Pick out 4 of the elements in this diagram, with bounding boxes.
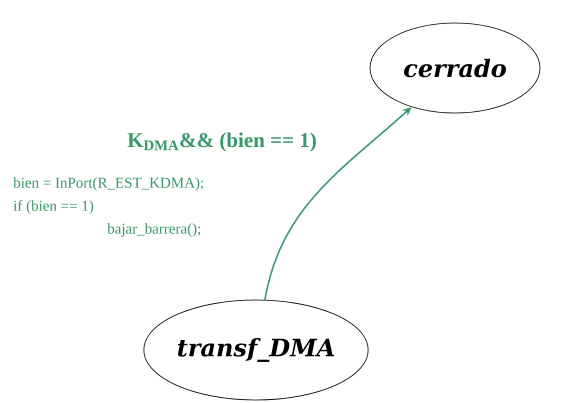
code-line: bien = InPort(R_EST_KDMA); (13, 177, 203, 191)
edge-label: K$_{DMA}$&& (bien == 1) (128, 132, 316, 152)
code-line: bajar_barrera(); (107, 223, 200, 237)
code-line: if (bien == 1) (14, 200, 94, 214)
